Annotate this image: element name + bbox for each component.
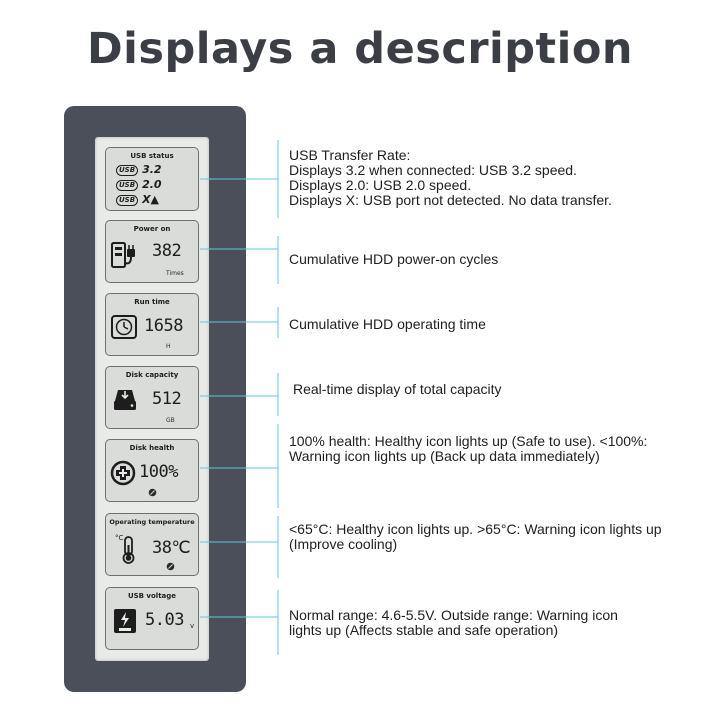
operating-time-description: Cumulative HDD operating time [289,316,486,332]
description-line: Normal range: 4.6-5.5V. Outside range: W… [289,607,618,623]
power-on-unit: Times [166,270,184,277]
description-line: 100% health: Healthy icon lights up (Saf… [289,433,648,449]
description-line: Warning icon lights up (Back up data imm… [289,448,600,464]
description-line: Displays 2.0: USB 2.0 speed. [289,177,472,193]
hard-drive-icon [114,390,136,410]
description-line: lights up (Affects stable and safe opera… [289,622,559,638]
temperature-description: <65°C: Healthy icon lights up. >65°C: Wa… [289,522,662,552]
usb-voltage-value: 5.03 [145,610,184,630]
usb-logo-icon: USB [116,180,139,191]
power-cycles-description: Cumulative HDD power-on cycles [289,251,499,267]
disk-health-value: 100% [139,462,178,482]
capacity-description: Real-time display of total capacity [293,381,502,397]
clock-icon [111,315,137,339]
usb-logo-icon: USB [116,195,139,206]
usb-voltage-module: USB voltage 5.03 v [105,587,199,650]
voltage-description: Normal range: 4.6-5.5V. Outside range: W… [289,608,618,638]
thermometer-icon: °C [115,534,135,564]
usb-status-value: 2.0 [142,178,162,191]
disk-health-title: Disk health [129,444,175,452]
usb-rate-description: USB Transfer Rate: Displays 3.2 when con… [289,148,612,208]
power-on-module: Power on 382 Times [105,220,199,283]
description-line: (Improve cooling) [289,536,398,552]
operating-temperature-module: Operating temperature °C 38℃ [105,513,199,576]
run-time-value: 1658 [144,316,183,336]
disk-health-module: Disk health 100% [105,439,199,502]
run-time-title: Run time [134,298,170,306]
status-indicator-icon [148,488,157,497]
usb-status-value: X▲ [142,193,160,206]
description-line: Displays 3.2 when connected: USB 3.2 spe… [289,162,577,178]
operating-temperature-title: Operating temperature [109,518,195,526]
description-line: <65°C: Healthy icon lights up. >65°C: Wa… [289,521,662,537]
page-title: Displays a description [86,24,634,74]
disk-capacity-module: Disk capacity 512 GB [105,366,199,429]
run-time-unit: H [166,343,171,350]
usb-voltage-unit: v [190,622,195,630]
description-line: Displays X: USB port not detected. No da… [289,192,612,208]
usb-status-title: USB status [130,152,174,160]
usb-logo-icon: USB [116,165,139,176]
power-plug-icon [111,242,135,268]
disk-capacity-title: Disk capacity [125,371,179,379]
health-cross-icon [110,460,136,486]
description-line: USB Transfer Rate: [289,147,411,163]
disk-capacity-value: 512 [152,389,182,409]
run-time-module: Run time 1658 H [105,293,199,356]
operating-temperature-value: 38℃ [152,538,191,558]
status-indicator-icon [166,562,175,571]
usb-voltage-title: USB voltage [127,592,177,600]
svg-text:°C: °C [115,534,124,542]
usb-voltage-icon [114,609,136,633]
power-on-title: Power on [133,225,171,233]
health-description: 100% health: Healthy icon lights up (Saf… [289,434,647,464]
usb-status-value: 3.2 [142,163,162,176]
power-on-value: 382 [152,241,182,261]
disk-capacity-unit: GB [166,417,175,424]
